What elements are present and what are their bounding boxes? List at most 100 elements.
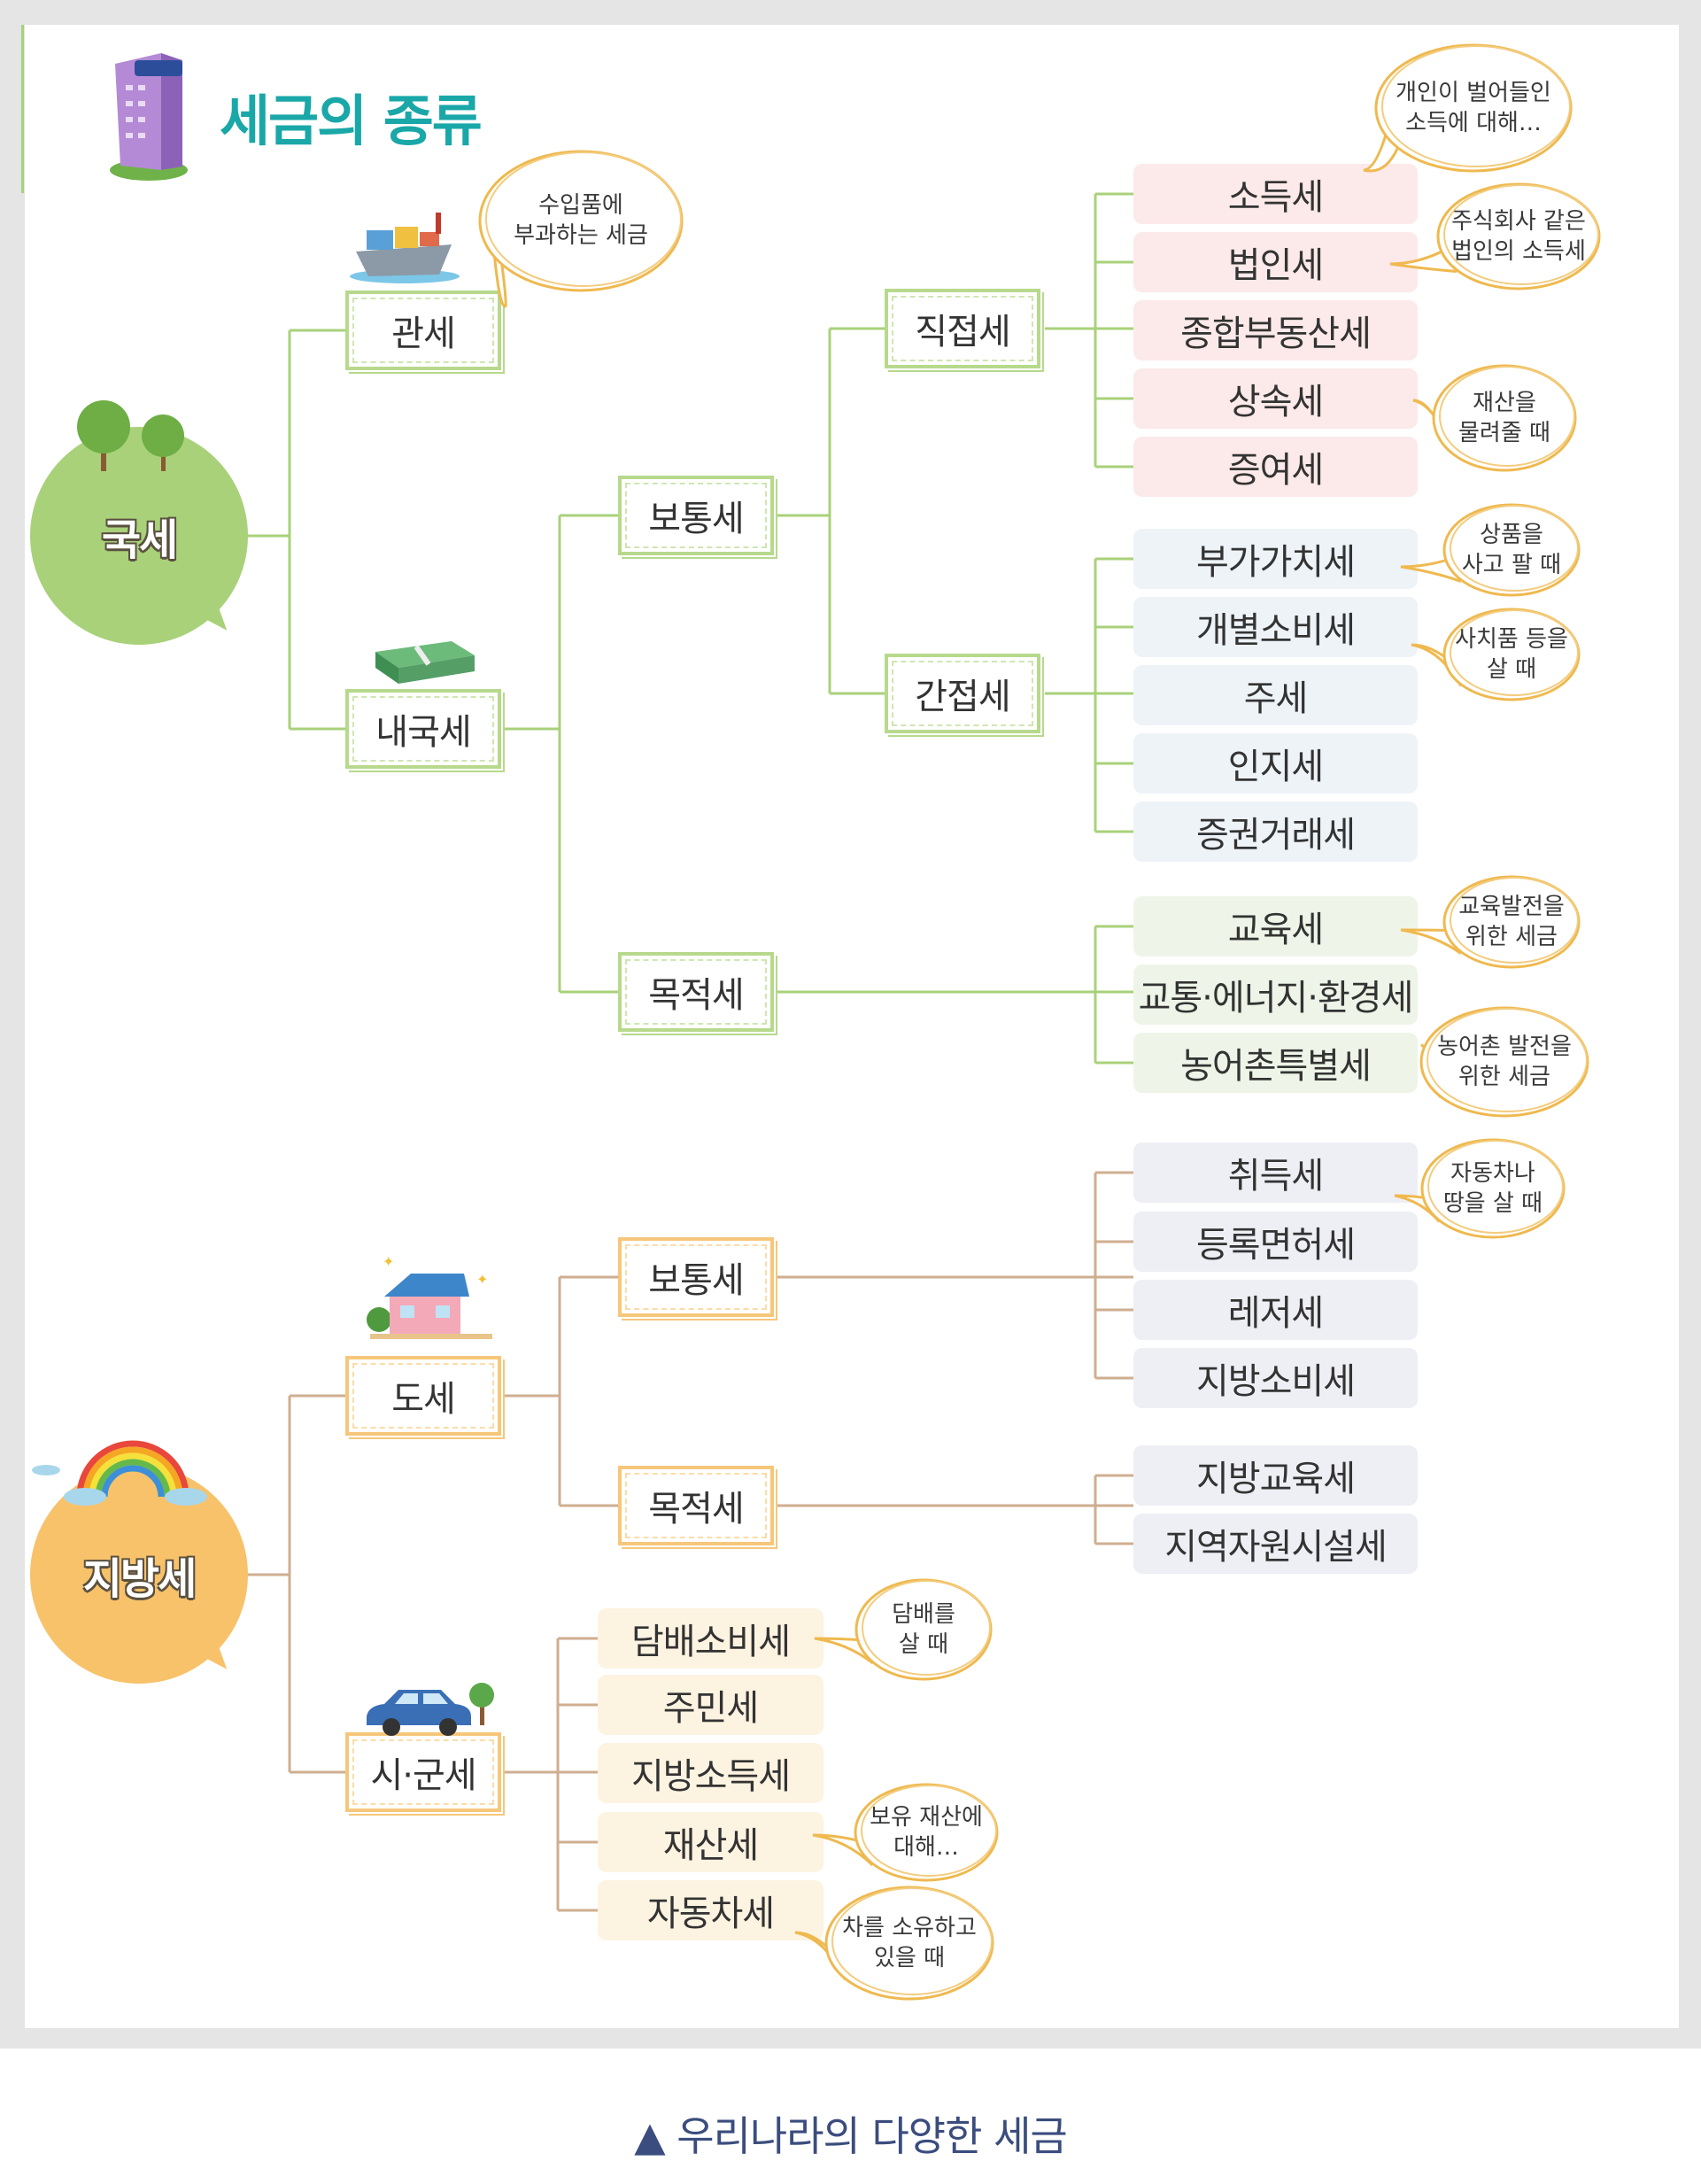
city-tax-item: 자동차세 [598, 1880, 823, 1940]
local-purpose-tax-item: 지역자원시설세 [1133, 1514, 1418, 1574]
page-title: 세금의 종류 [220, 89, 483, 153]
local-purpose-tax-item-label: 지방교육세 [1196, 1459, 1356, 1499]
direct-tax-item-label: 법인세 [1227, 245, 1324, 286]
svg-text:✦: ✦ [476, 1271, 488, 1288]
local-purpose-tax-item: 지방교육세 [1133, 1445, 1418, 1506]
note-text: 자동차나 땅을 살 때 [1442, 1160, 1543, 1217]
direct-tax-item: 상속세 [1133, 368, 1418, 429]
city-tax-item: 담배소비세 [598, 1608, 823, 1669]
note-bubble: 교육발전을 위한 세금 [1400, 873, 1582, 971]
direct-tax-node: 직접세 [885, 289, 1040, 368]
note-bubble: 재산을 물려줄 때 [1412, 362, 1579, 474]
city-tax-item-label: 담배소비세 [631, 1622, 791, 1662]
ordinary-tax-node: 보통세 [618, 476, 774, 555]
city-tax-item: 주민세 [598, 1675, 823, 1735]
local-tax-node: 지방세 [30, 1466, 248, 1684]
note-bubble: 차를 소유하고 있을 때 [794, 1884, 996, 2002]
indirect-tax-item: 인지세 [1133, 733, 1418, 794]
local-ordinary-tax-node: 보통세 [618, 1237, 774, 1317]
indirect-tax-item: 부가가치세 [1133, 529, 1418, 589]
city-tax-item: 지방소득세 [598, 1743, 823, 1803]
indirect-tax-node: 간접세 [885, 654, 1040, 733]
indirect-tax-item-label: 인지세 [1227, 747, 1324, 787]
city-tax-item: 재산세 [598, 1812, 823, 1872]
local-purpose-tax-node: 목적세 [618, 1466, 774, 1545]
direct-tax-item-label: 종합부동산세 [1180, 314, 1372, 354]
indirect-tax-item: 증권거래세 [1133, 802, 1418, 862]
note-text: 보유 재산에 대해… [870, 1804, 983, 1861]
svg-text:✦: ✦ [383, 1254, 394, 1270]
rainbow-icon [32, 1440, 207, 1506]
local-ordinary-tax-item: 취득세 [1133, 1142, 1418, 1203]
note-bubble: 자동차나 땅을 살 때 [1394, 1136, 1567, 1241]
purpose-tax-node: 목적세 [618, 952, 774, 1032]
indirect-tax-item-label: 부가가치세 [1196, 542, 1356, 583]
indirect-tax-item: 주세 [1133, 665, 1418, 725]
note-bubble: 상품을 사고 팔 때 [1400, 501, 1582, 599]
house-icon: ✦✦ [367, 1254, 492, 1339]
indirect-tax-node-label: 간접세 [915, 677, 1010, 717]
national-tax-node: 국세 [30, 427, 248, 645]
local-tax-label: 지방세 [82, 1554, 197, 1604]
note-bubble: 개인이 벌어들인 소득에 대해… [1363, 42, 1574, 174]
money-stack-icon [375, 641, 475, 684]
ordinary-tax-node-label: 보통세 [648, 499, 744, 539]
national-tax-label: 국세 [101, 515, 178, 565]
indirect-tax-item-label: 증권거래세 [1196, 815, 1356, 856]
province-tax-node-label: 도세 [391, 1379, 456, 1420]
note-text: 담배를 살 때 [892, 1601, 955, 1658]
city-county-tax-node-label: 시·군세 [370, 1755, 476, 1796]
indirect-tax-item: 개별소비세 [1133, 597, 1418, 657]
car-icon [367, 1683, 494, 1736]
accent-line [21, 25, 24, 193]
note-text: 상품을 사고 팔 때 [1461, 522, 1562, 578]
note-text: 개인이 벌어들인 소득에 대해… [1396, 80, 1551, 136]
local-ordinary-tax-item: 등록면허세 [1133, 1212, 1418, 1272]
direct-tax-node-label: 직접세 [915, 312, 1010, 352]
nts-building-icon [110, 53, 188, 181]
local-ordinary-tax-item-label: 레저세 [1227, 1293, 1324, 1334]
direct-tax-item: 소득세 [1133, 164, 1418, 224]
direct-tax-item: 증여세 [1133, 437, 1418, 497]
note-text: 농어촌 발전을 위한 세금 [1437, 1034, 1572, 1090]
local-ordinary-tax-item-label: 지방소비세 [1196, 1361, 1356, 1402]
indirect-tax-item-label: 주세 [1243, 678, 1309, 719]
local-ordinary-tax-item: 지방소비세 [1133, 1348, 1418, 1408]
indirect-tax-item-label: 개별소비세 [1196, 610, 1356, 651]
city-tax-item-label: 재산세 [662, 1825, 759, 1866]
national-purpose-tax-item-label: 교육세 [1227, 910, 1324, 950]
note-text: 차를 소유하고 있을 때 [842, 1915, 977, 1971]
note-text: 주식회사 같은 법인의 소득세 [1451, 208, 1586, 265]
national-purpose-tax-item-label: 교통·에너지·환경세 [1138, 978, 1414, 1018]
city-tax-item-label: 지방소득세 [631, 1756, 791, 1797]
internal-tax-node: 내국세 [345, 689, 501, 769]
note-text: 사치품 등을 살 때 [1455, 626, 1568, 683]
province-tax-node: 도세 [345, 1356, 501, 1436]
direct-tax-item: 종합부동산세 [1133, 300, 1418, 360]
national-purpose-tax-item-label: 농어촌특별세 [1180, 1046, 1372, 1087]
note-bubble: 농어촌 발전을 위한 세금 [1418, 1004, 1591, 1119]
direct-tax-item-label: 상속세 [1227, 382, 1324, 422]
local-ordinary-tax-item-label: 취득세 [1227, 1156, 1324, 1197]
city-tax-item-label: 자동차세 [646, 1894, 775, 1934]
local-ordinary-tax-item-label: 등록면허세 [1196, 1225, 1356, 1266]
direct-tax-item: 법인세 [1133, 232, 1418, 292]
trees-icon [77, 400, 184, 471]
customs-node: 관세 [345, 290, 501, 370]
note-bubble: 주식회사 같은 법인의 소득세 [1389, 181, 1603, 292]
note-text: 재산을 물려줄 때 [1458, 390, 1550, 446]
city-tax-item-label: 주민세 [662, 1688, 759, 1729]
local-ordinary-tax-item: 레저세 [1133, 1280, 1418, 1340]
direct-tax-item-label: 증여세 [1227, 450, 1324, 491]
city-county-tax-node: 시·군세 [345, 1732, 501, 1812]
national-purpose-tax-item: 교통·에너지·환경세 [1133, 964, 1418, 1025]
national-purpose-tax-item: 교육세 [1133, 896, 1418, 956]
purpose-tax-node-label: 목적세 [648, 975, 744, 1016]
internal-tax-node-label: 내국세 [375, 712, 471, 753]
note-text: 수입품에 부과하는 세금 [514, 192, 648, 249]
national-purpose-tax-item: 농어촌특별세 [1133, 1033, 1418, 1093]
figure-caption: ▲ 우리나라의 다양한 세금 [634, 2112, 1067, 2160]
local-purpose-tax-node-label: 목적세 [648, 1489, 744, 1530]
note-bubble: 보유 재산에 대해… [812, 1781, 1001, 1884]
